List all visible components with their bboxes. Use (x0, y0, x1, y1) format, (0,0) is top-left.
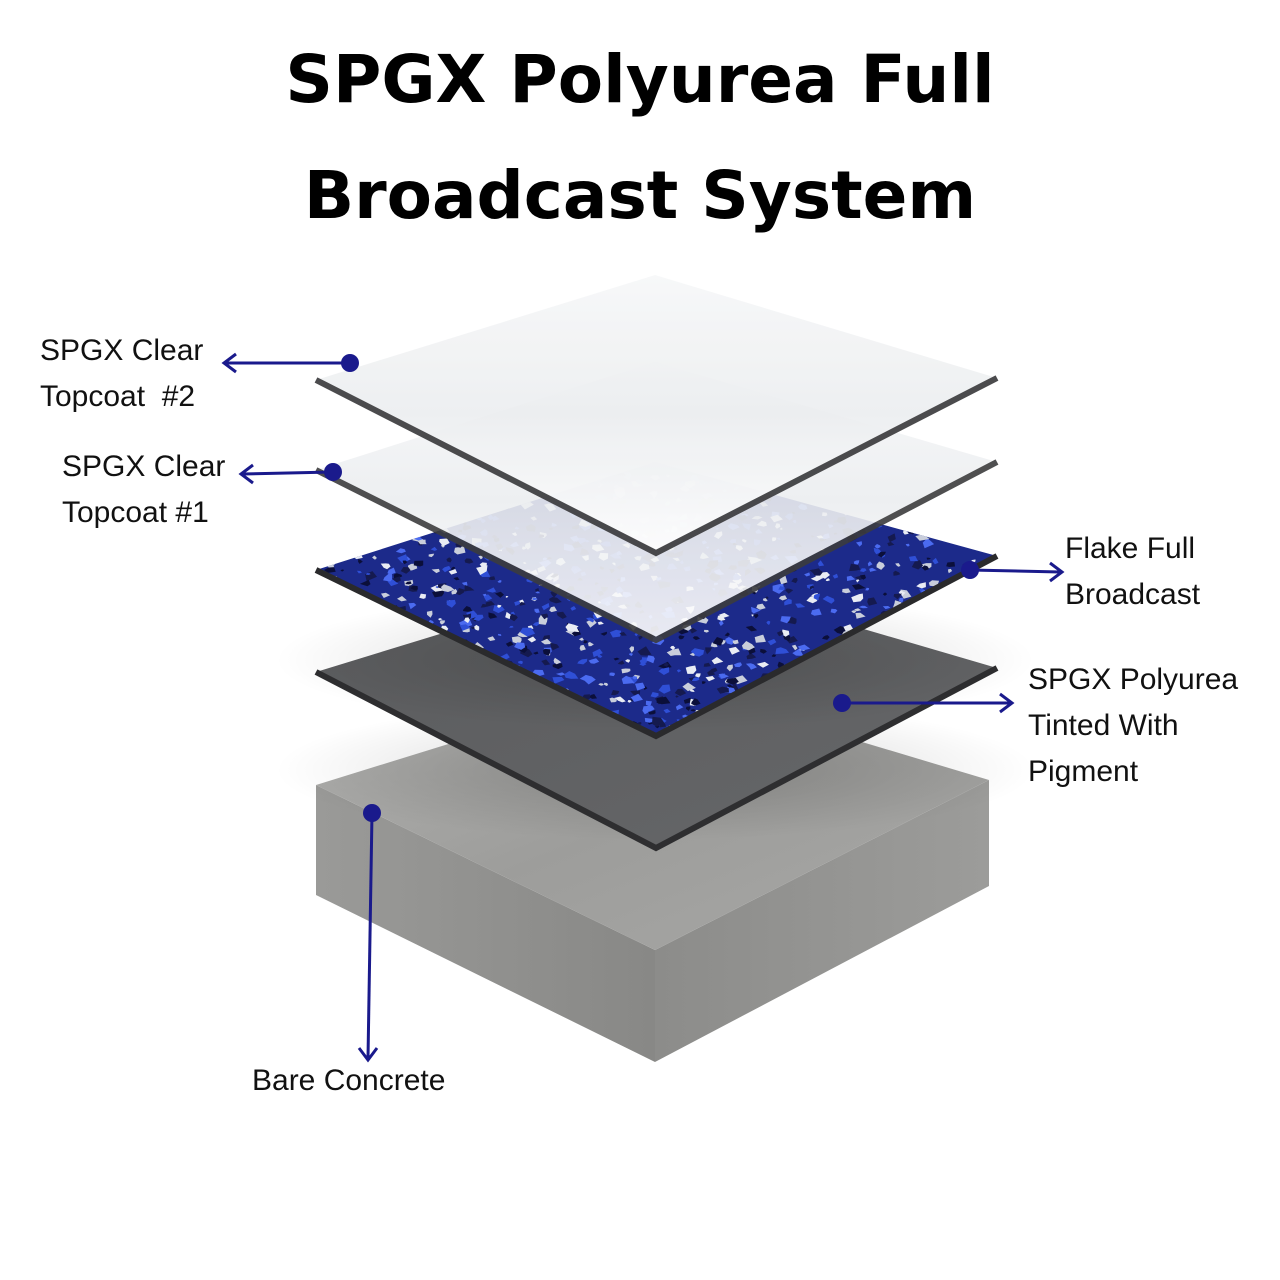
callout-topcoat-2 (221, 352, 359, 374)
callout-concrete (357, 804, 381, 1063)
concrete-right-face (655, 780, 989, 1062)
label-concrete: Bare Concrete (252, 1064, 446, 1097)
label-flake: Flake Full Broadcast (1065, 532, 1201, 611)
page-title: SPGX Polyurea Full Broadcast System (0, 22, 1280, 254)
label-topcoat-2: SPGX Clear Topcoat #2 (40, 334, 204, 413)
label-polyurea: SPGX Polyurea Tinted With Pigment (1028, 663, 1239, 788)
callout-topcoat-1 (238, 463, 342, 485)
title-line-2: Broadcast System (303, 157, 977, 234)
label-topcoat-1: SPGX Clear Topcoat #1 (62, 450, 226, 529)
callout-polyurea (833, 692, 1015, 714)
callout-flake (961, 561, 1065, 583)
clear-topcoat-2-sheet (314, 275, 999, 557)
title-line-1: SPGX Polyurea Full (285, 41, 995, 118)
concrete-left-face (316, 785, 655, 1062)
